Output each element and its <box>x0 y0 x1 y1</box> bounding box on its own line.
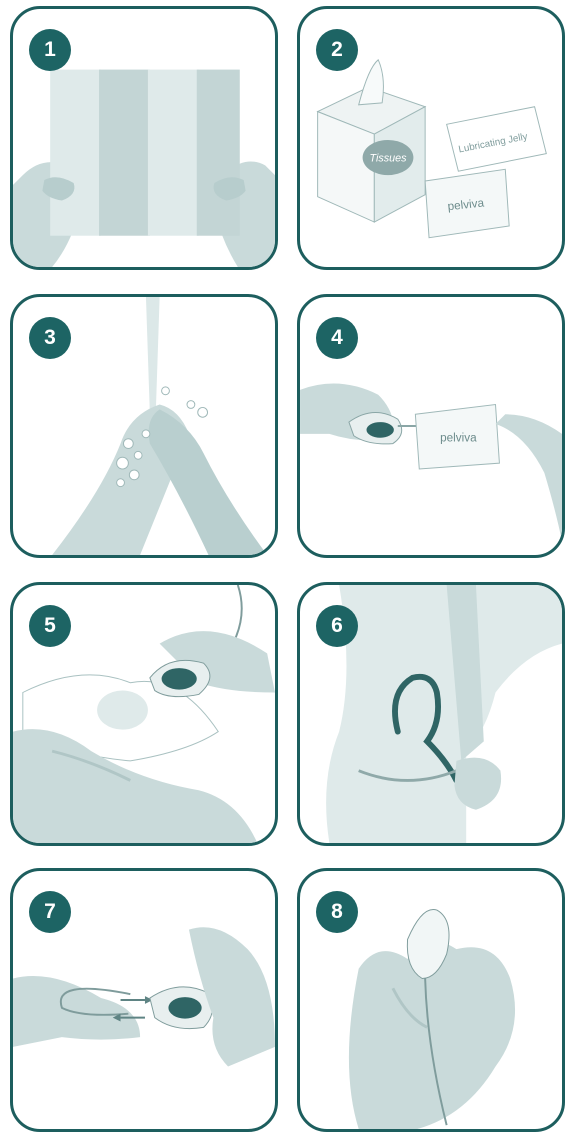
step-number-badge: 4 <box>316 317 358 359</box>
step-number-badge: 5 <box>29 605 71 647</box>
tissues-label: Tissues <box>370 152 408 164</box>
leaflet-fold-3 <box>148 70 199 236</box>
step-number-badge: 1 <box>29 29 71 71</box>
step-number-badge: 7 <box>29 891 71 933</box>
step-number-badge: 8 <box>316 891 358 933</box>
step-panel-5: 5 <box>10 582 278 846</box>
leaflet-fold-2 <box>99 70 150 236</box>
step-number-badge: 2 <box>316 29 358 71</box>
step-panel-3: 3 <box>10 294 278 558</box>
step-panel-1: 1 <box>10 6 278 270</box>
leaflet-fold-1 <box>50 70 101 236</box>
step-number-badge: 3 <box>29 317 71 359</box>
step-panel-8: 8 <box>297 868 565 1132</box>
leaflet-fold-4 <box>197 70 240 236</box>
step-panel-7: 7 <box>10 868 278 1132</box>
step-panel-2: 2 Tissues Lubricating Jelly pelviva <box>297 6 565 270</box>
brand-label: pelviva <box>440 432 477 445</box>
step-number-badge: 6 <box>316 605 358 647</box>
step-panel-6: 6 <box>297 582 565 846</box>
step-panel-4: 4 pelviva <box>297 294 565 558</box>
